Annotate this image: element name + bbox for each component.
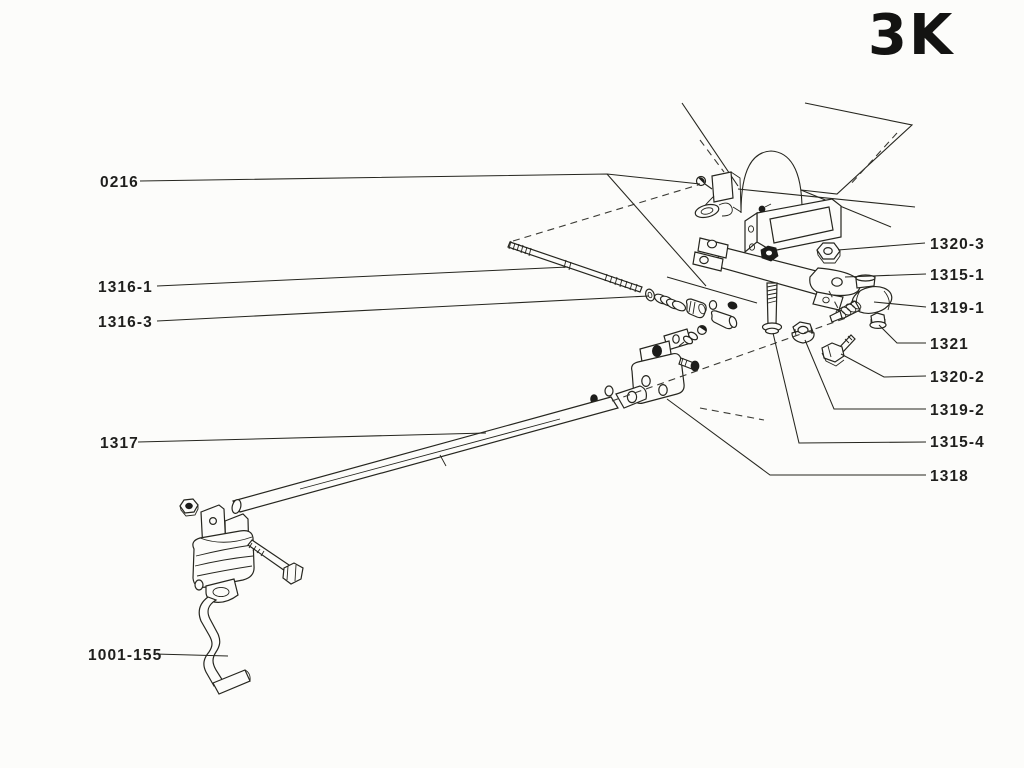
bolt-1315-4 (761, 282, 783, 335)
leader-1320-2 (840, 353, 927, 378)
mount-channel-bracket (744, 198, 842, 254)
link-rod-1316-1 (507, 240, 643, 293)
leader-1321 (878, 324, 926, 344)
spring-1316-3 (653, 293, 687, 312)
part-label-1320-3: 1320-3 (930, 236, 985, 253)
clevis-pin (708, 300, 738, 330)
leader-0216 (139, 173, 701, 185)
part-label-1316-1: 1316-1 (98, 279, 153, 296)
part-label-1315-4: 1315-4 (930, 434, 985, 451)
leader-0216-branch (606, 173, 707, 287)
ball-stud-with-washers (678, 325, 707, 347)
part-label-1320-2: 1320-2 (930, 369, 985, 386)
nut-1320-3 (816, 242, 841, 264)
part-label-1001-155: 1001-155 (88, 647, 162, 664)
labels-left: 0216 1316-1 1316-3 1317 1001-155 (88, 174, 162, 664)
serrated-link-bar-1315-1 (692, 237, 861, 311)
part-label-1316-3: 1316-3 (98, 314, 153, 331)
part-label-1321: 1321 (930, 336, 969, 353)
part-label-1315-1: 1315-1 (930, 267, 985, 284)
nut-1321 (869, 312, 887, 330)
mount-bolt-small (678, 357, 700, 372)
relay-rod-1317 (231, 385, 647, 514)
leader-1315-1 (844, 273, 927, 278)
part-label-1318: 1318 (930, 468, 969, 485)
tunnel-dome (740, 150, 803, 214)
leader-1319-1 (873, 301, 927, 308)
alignment-dashes (512, 184, 847, 421)
leader-1315-4 (772, 332, 927, 444)
bushing-spacer (685, 298, 707, 319)
ball-stud-lever-0216 (694, 171, 742, 219)
leader-1317 (137, 432, 487, 443)
washer (644, 288, 656, 302)
rod-end-bushing-assembly (179, 498, 304, 603)
flange-nut-1319-2 (791, 321, 815, 344)
leader-lines (137, 173, 927, 657)
part-label-1319-1: 1319-1 (930, 300, 985, 317)
shift-lever-1001-155 (198, 596, 251, 695)
bolt-1320-2 (821, 334, 856, 367)
part-label-1317: 1317 (100, 435, 139, 452)
leader-1001-155 (154, 653, 229, 657)
leader-1320-3 (837, 242, 926, 251)
part-label-1319-2: 1319-2 (930, 402, 985, 419)
leader-1316-1 (156, 266, 569, 287)
leader-1316-3 (156, 295, 650, 322)
labels-right: 1320-3 1315-1 1319-1 1321 1320-2 1319-2 … (930, 236, 985, 485)
section-code: 3K (868, 3, 955, 68)
thin-rod-line (666, 276, 758, 304)
part-label-0216: 0216 (100, 174, 139, 191)
leader-1319-2 (804, 339, 926, 410)
leader-1318 (666, 398, 926, 476)
